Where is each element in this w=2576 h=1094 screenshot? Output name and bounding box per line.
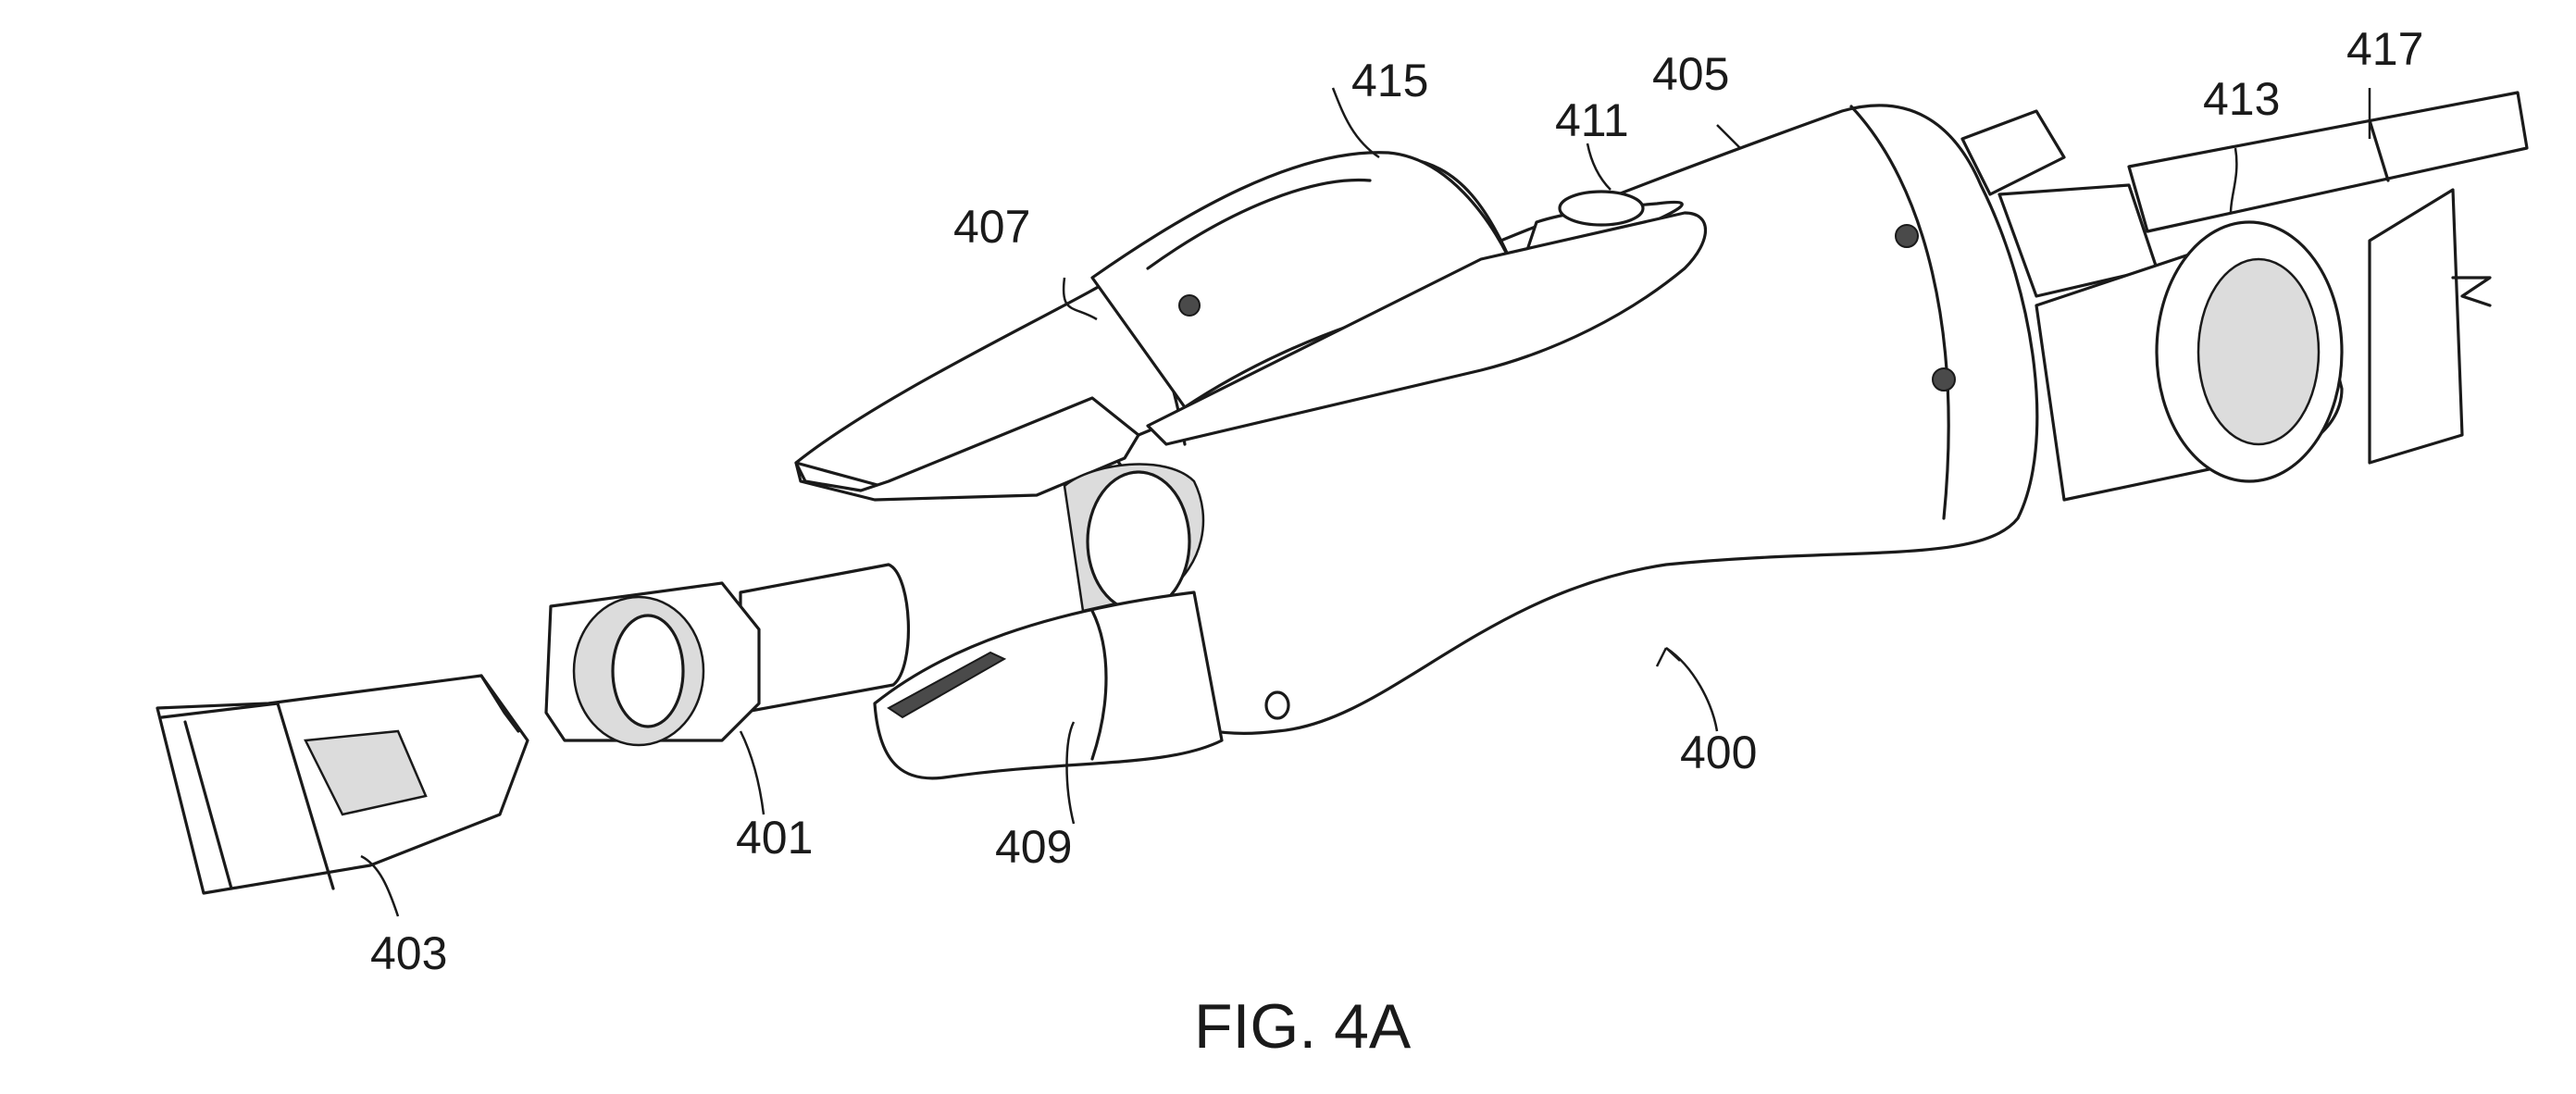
anvil-tip-403 <box>156 674 529 895</box>
lower-jaw <box>873 591 1224 780</box>
upper-rail <box>1146 190 1707 446</box>
screw-hole-lower <box>1932 367 1956 392</box>
leader-lines <box>360 87 2371 917</box>
label-403: 403 <box>370 927 448 979</box>
label-411: 411 <box>1555 94 1629 146</box>
figure-caption: FIG. 4A <box>1194 991 1412 1062</box>
center-ring <box>1063 463 1205 613</box>
label-405: 405 <box>1652 48 1730 100</box>
cartridge-401 <box>544 563 911 747</box>
label-415: 415 <box>1351 55 1429 106</box>
button-411 <box>1558 190 1645 227</box>
upper-jaw <box>794 151 1684 502</box>
label-407: 407 <box>953 201 1031 253</box>
small-hole <box>1264 690 1290 720</box>
rear-connectors <box>1960 91 2529 502</box>
label-409: 409 <box>995 821 1073 873</box>
screw-hole-upper <box>1895 224 1919 248</box>
label-400: 400 <box>1680 727 1758 778</box>
label-413: 413 <box>2203 73 2281 125</box>
label-401: 401 <box>736 812 814 864</box>
label-417: 417 <box>2346 23 2424 75</box>
